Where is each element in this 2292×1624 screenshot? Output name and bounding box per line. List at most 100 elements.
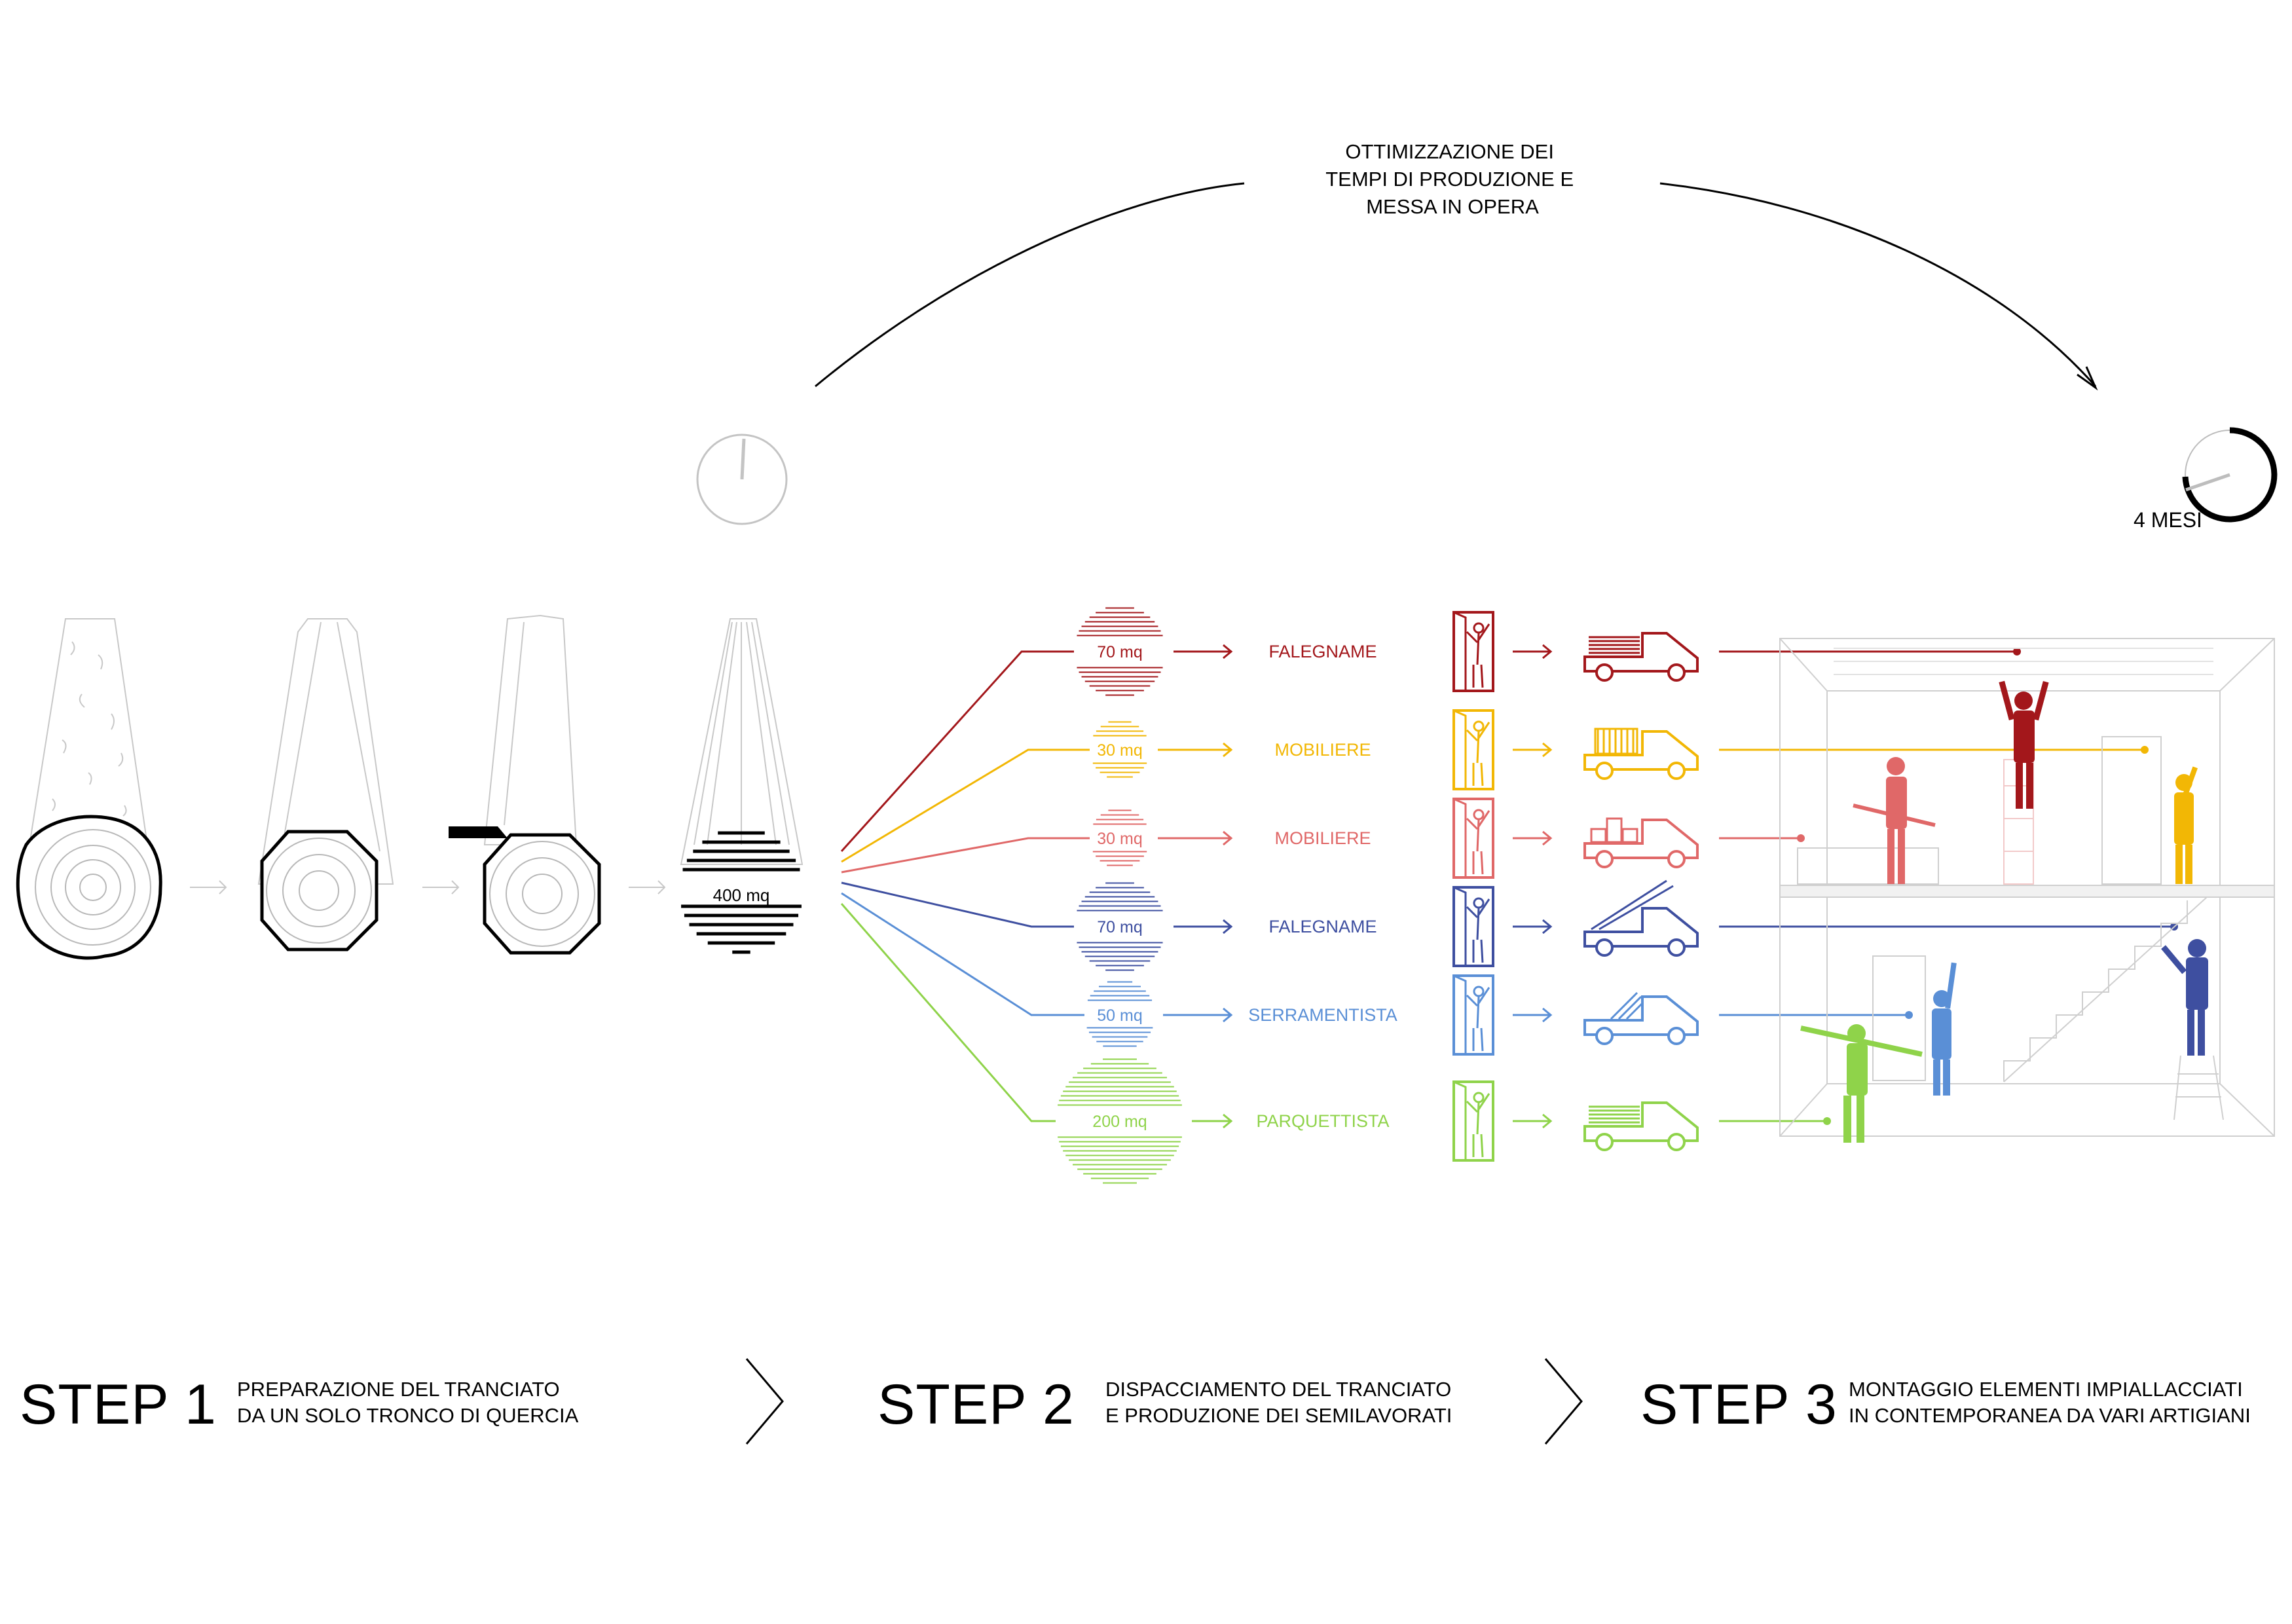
arrow-icon: [1513, 919, 1553, 934]
optimization-arc: [815, 182, 2098, 391]
area-label: 30 mq: [1097, 741, 1142, 760]
log-squared: [257, 618, 394, 951]
fan-line: [841, 748, 1090, 863]
delivery-truck-icon: [1583, 817, 1699, 868]
worker-blue-light: [1932, 962, 1957, 1096]
area-label: 70 mq: [1097, 643, 1142, 661]
optimization-line-3: MESSA IN OPERA: [1366, 195, 1539, 218]
trade-label: FALEGNAME: [1268, 917, 1377, 936]
arrow-icon: [1158, 830, 1233, 846]
workshop-door-icon: [1452, 974, 1494, 1056]
area-label: 200 mq: [1092, 1113, 1147, 1131]
log-sliced: 400 mq: [680, 618, 804, 954]
step-chevron-1: [745, 1358, 784, 1445]
optimization-line-1: OTTIMIZZAZIONE DEI: [1345, 140, 1554, 163]
delivery-truck-icon: [1583, 728, 1699, 780]
optimization-label: OTTIMIZZAZIONE DEI TEMPI DI PRODUZIONE E…: [1325, 140, 1580, 218]
worker-green: [1800, 1024, 1923, 1143]
arrow-icon: [1163, 1007, 1233, 1023]
delivery-point: [2141, 746, 2149, 754]
duration-label: 4 MESI: [2134, 508, 2202, 532]
veneer-disc: [1058, 1058, 1182, 1184]
log-round: [16, 618, 162, 960]
fan-line: [840, 903, 1056, 1122]
arrow-icon: [1158, 742, 1233, 758]
flow-row: 70 mq FALEGNAME: [841, 879, 2178, 971]
trade-label: PARQUETTISTA: [1256, 1111, 1389, 1131]
area-label: 30 mq: [1097, 830, 1142, 848]
delivery-point: [2013, 648, 2021, 655]
end-clock-icon: [2182, 427, 2278, 523]
area-label: 50 mq: [1097, 1006, 1142, 1025]
trade-label: SERRAMENTISTA: [1248, 1005, 1397, 1025]
workshop-door-icon: [1452, 709, 1494, 790]
step-2: STEP 2 DISPACCIAMENTO DEL TRANCIATO E PR…: [878, 1369, 1532, 1460]
step-1: STEP 1 PREPARAZIONE DEL TRANCIATO DA UN …: [20, 1369, 707, 1460]
log-cut: [449, 614, 601, 955]
delivery-point: [1823, 1117, 1831, 1125]
workshop-door-icon: [1452, 886, 1494, 967]
room-section: [1779, 638, 2275, 1137]
fan-line: [840, 650, 1074, 853]
step-chevron-2: [1544, 1358, 1583, 1445]
veneer-disc: [1077, 882, 1163, 971]
veneer-disc-total: [681, 831, 802, 954]
workshop-door-icon: [1452, 1080, 1494, 1162]
step-3-description: MONTAGGIO ELEMENTI IMPIALLACCIATI IN CON…: [1849, 1376, 2251, 1429]
area-label: 70 mq: [1097, 918, 1142, 936]
arrow-icon: [1192, 1113, 1233, 1129]
fan-line: [841, 892, 1084, 1016]
worker-yellow: [2174, 766, 2198, 884]
delivery-truck-icon: [1583, 632, 1699, 682]
worker-red-dark: [1999, 680, 2049, 809]
step-1-label: STEP 1: [20, 1373, 217, 1436]
step-3-desc-line-2: IN CONTEMPORANEA DA VARI ARTIGIANI: [1849, 1404, 2251, 1427]
arrow-icon: [1174, 644, 1233, 659]
fan-line: [841, 837, 1090, 874]
step1-arrows: [190, 880, 666, 895]
trade-label: MOBILIERE: [1274, 828, 1371, 848]
start-clock-icon: [696, 434, 788, 525]
step-3: STEP 3 MONTAGGIO ELEMENTI IMPIALLACCIATI…: [1640, 1369, 2289, 1460]
workshop-door-icon: [1452, 798, 1494, 879]
flow-row: 70 mq FALEGNAME: [840, 607, 2021, 853]
delivery-truck-icon: [1583, 1101, 1699, 1151]
arrow-icon: [1174, 919, 1233, 934]
delivery-point: [1797, 834, 1805, 842]
step-2-desc-line-2: E PRODUZIONE DEI SEMILAVORATI: [1105, 1404, 1452, 1427]
step-1-desc-line-2: DA UN SOLO TRONCO DI QUERCIA: [237, 1404, 579, 1427]
flow-row: 200 mq PARQUETTISTA: [840, 903, 1831, 1184]
fan-line: [841, 881, 1074, 928]
veneer-disc: [1077, 607, 1163, 696]
total-area-label: 400 mq: [713, 885, 770, 905]
step-1-description: PREPARAZIONE DEL TRANCIATO DA UN SOLO TR…: [237, 1376, 578, 1429]
flow-rows: 70 mq FALEGNAME 30 mq MOBILIERE 30 mq MOBILIE…: [840, 607, 2178, 1184]
delivery-point: [1905, 1011, 1913, 1019]
step-2-desc-line-1: DISPACCIAMENTO DEL TRANCIATO: [1105, 1378, 1452, 1401]
optimization-line-2: TEMPI DI PRODUZIONE E: [1325, 168, 1574, 191]
step-2-label: STEP 2: [878, 1373, 1075, 1436]
step-1-desc-line-1: PREPARAZIONE DEL TRANCIATO: [237, 1378, 560, 1401]
veneer-disc: [1092, 809, 1147, 866]
delivery-truck-icon: [1583, 991, 1699, 1045]
arrow-icon: [1513, 830, 1553, 846]
arrow-icon: [1513, 1007, 1553, 1023]
workshop-door-icon: [1452, 611, 1494, 692]
flow-row: 30 mq MOBILIERE: [841, 798, 1805, 879]
arrow-icon: [1513, 1113, 1553, 1129]
arrow-icon: [1513, 742, 1553, 758]
trade-label: MOBILIERE: [1274, 740, 1371, 760]
flow-row: 50 mq SERRAMENTISTA: [841, 892, 1913, 1056]
flow-row: 30 mq MOBILIERE: [841, 709, 2149, 863]
step-3-desc-line-1: MONTAGGIO ELEMENTI IMPIALLACCIATI: [1849, 1378, 2243, 1401]
worker-red-light: [1853, 757, 1936, 884]
delivery-truck-icon: [1583, 879, 1699, 957]
veneer-disc: [1092, 721, 1147, 778]
trade-label: FALEGNAME: [1268, 642, 1377, 661]
step-3-label: STEP 3: [1640, 1373, 1838, 1436]
veneer-disc: [1086, 981, 1153, 1047]
step-2-description: DISPACCIAMENTO DEL TRANCIATO E PRODUZION…: [1105, 1376, 1452, 1429]
arrow-icon: [1513, 644, 1553, 659]
worker-blue-dark: [2161, 939, 2224, 1120]
